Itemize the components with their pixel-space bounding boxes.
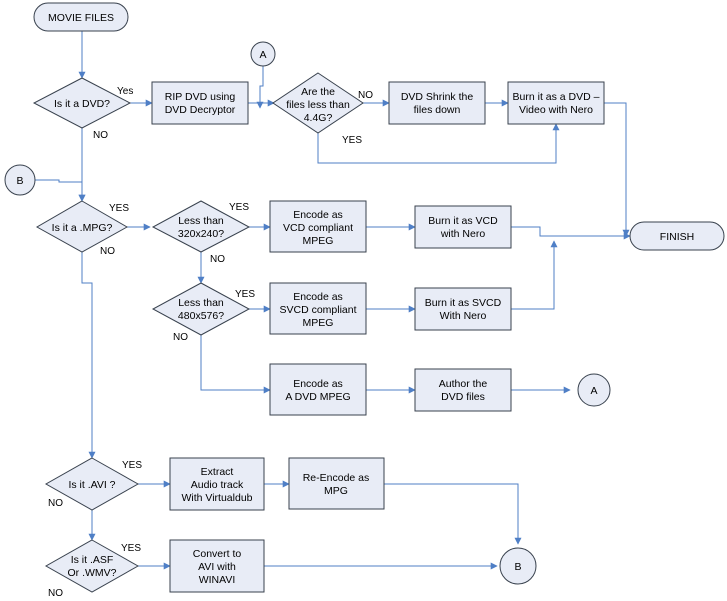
rip-dvd-box <box>151 81 249 125</box>
burn-vcd-box <box>414 205 512 249</box>
less320-no-label: NO <box>210 254 225 265</box>
encode-dvd-box <box>269 363 367 416</box>
encode-svcd-label-2: SVCD compliant <box>279 304 356 316</box>
encode-vcd-label-1: Encode as <box>293 209 343 221</box>
asf-no-label: NO <box>48 588 63 599</box>
less480-yes-label: YES <box>235 289 255 300</box>
less-320-decision <box>151 200 251 253</box>
edge-reencode-to-b <box>384 483 522 545</box>
burn-dvd-label-2: Video with Nero <box>519 104 593 116</box>
less-480-label-1: Less than <box>178 297 224 309</box>
connector-b-left <box>4 164 36 196</box>
is-asf-label-2: Or .WMV? <box>68 567 117 579</box>
edge-burn-vcd-to-finish <box>511 226 631 240</box>
is-dvd-decision <box>32 77 132 129</box>
convert-avi-label-1: Convert to <box>193 548 242 560</box>
connector-b-left-label: B <box>16 175 23 187</box>
dvd-shrink-label-2: files down <box>414 104 461 116</box>
is-dvd-label: Is it a DVD? <box>54 98 110 110</box>
files-less-label-3: 4.4G? <box>304 112 333 124</box>
convert-avi-label-2: AVI with <box>198 561 236 573</box>
author-dvd-label-1: Author the <box>439 378 488 390</box>
mpg-no-label: NO <box>100 246 115 257</box>
extract-audio-box <box>169 457 265 511</box>
finish-label: FINISH <box>660 231 694 243</box>
asf-yes-label: YES <box>121 543 141 554</box>
movie-files-label: MOVIE FILES <box>48 12 114 24</box>
files-no-label: NO <box>358 90 373 101</box>
less-480-decision <box>151 282 251 336</box>
reencode-mpg-label-1: Re-Encode as <box>303 472 370 484</box>
edge-less480-no-to-encode-dvd <box>200 335 271 394</box>
burn-vcd-label-1: Burn it as VCD <box>428 215 498 227</box>
connector-a-right-label: A <box>590 385 597 397</box>
dvd-no-label: NO <box>93 130 108 141</box>
burn-dvd-box <box>507 81 605 125</box>
files-yes-label: YES <box>342 135 362 146</box>
dvd-shrink-label-1: DVD Shrink the <box>401 91 474 103</box>
is-asf-label-1: Is it .ASF <box>71 554 114 566</box>
rip-dvd-label-2: DVD Decryptor <box>165 104 236 116</box>
connector-a-top-label: A <box>259 49 266 61</box>
burn-svcd-label-1: Burn it as SVCD <box>425 297 502 309</box>
edge-b-to-mpg <box>35 179 86 202</box>
less-320-label-1: Less than <box>178 215 224 227</box>
burn-svcd-box <box>414 287 512 331</box>
rip-dvd-label-1: RIP DVD using <box>165 91 236 103</box>
less320-yes-label: YES <box>229 202 249 213</box>
mpg-yes-label: YES <box>109 203 129 214</box>
less-320-label-2: 320x240? <box>178 228 224 240</box>
less-480-label-2: 480x576? <box>178 310 224 322</box>
less480-no-label: NO <box>173 332 188 343</box>
is-mpg-label: Is it a .MPG? <box>52 222 113 234</box>
connector-a-top <box>250 41 276 67</box>
encode-svcd-label-1: Encode as <box>293 291 343 303</box>
edge-burn-svcd-to-finish <box>511 240 558 310</box>
extract-audio-label-2: Audio track <box>191 479 244 491</box>
avi-no-label: NO <box>48 498 63 509</box>
encode-vcd-label-2: VCD compliant <box>283 222 353 234</box>
burn-vcd-label-2: with Nero <box>440 228 486 240</box>
encode-svcd-box <box>269 282 367 335</box>
edge-a-to-files <box>256 66 264 109</box>
encode-dvd-label-1: Encode as <box>293 378 343 390</box>
reencode-mpg-label-2: MPG <box>324 485 348 497</box>
avi-yes-label: YES <box>122 460 142 471</box>
connector-b-bottom <box>499 547 537 585</box>
convert-avi-label-3: WINAVI <box>199 574 236 586</box>
encode-vcd-box <box>269 200 367 253</box>
files-less-label-2: files less than <box>286 99 350 111</box>
is-asf-decision <box>44 539 140 593</box>
encode-svcd-label-3: MPEG <box>303 317 334 329</box>
extract-audio-label-1: Extract <box>201 466 234 478</box>
is-avi-decision <box>44 457 140 511</box>
is-avi-label: Is it .AVI ? <box>68 479 115 491</box>
is-mpg-decision <box>35 200 129 253</box>
encode-vcd-label-3: MPEG <box>303 235 334 247</box>
author-dvd-box <box>414 368 512 412</box>
burn-dvd-label-1: Burn it as a DVD – <box>513 91 600 103</box>
edge-files-yes-to-burn-dvd <box>317 123 560 164</box>
files-less-decision <box>272 72 364 134</box>
burn-svcd-label-2: With Nero <box>440 310 487 322</box>
finish-terminator <box>629 221 725 251</box>
movie-files-terminator <box>33 2 129 32</box>
convert-avi-box <box>169 539 265 593</box>
files-less-label-1: Are the <box>301 86 335 98</box>
dvd-shrink-box <box>388 81 486 125</box>
encode-dvd-label-2: A DVD MPEG <box>285 391 350 403</box>
edge-mpg-no-to-avi <box>81 252 96 459</box>
connector-b-bottom-label: B <box>514 561 521 573</box>
extract-audio-label-3: With Virtualdub <box>181 492 252 504</box>
connector-a-right <box>577 373 611 407</box>
reencode-mpg-box <box>288 457 385 510</box>
dvd-yes-label: Yes <box>117 86 133 97</box>
edge-burn-dvd-to-finish <box>604 102 630 237</box>
author-dvd-label-2: DVD files <box>441 391 485 403</box>
